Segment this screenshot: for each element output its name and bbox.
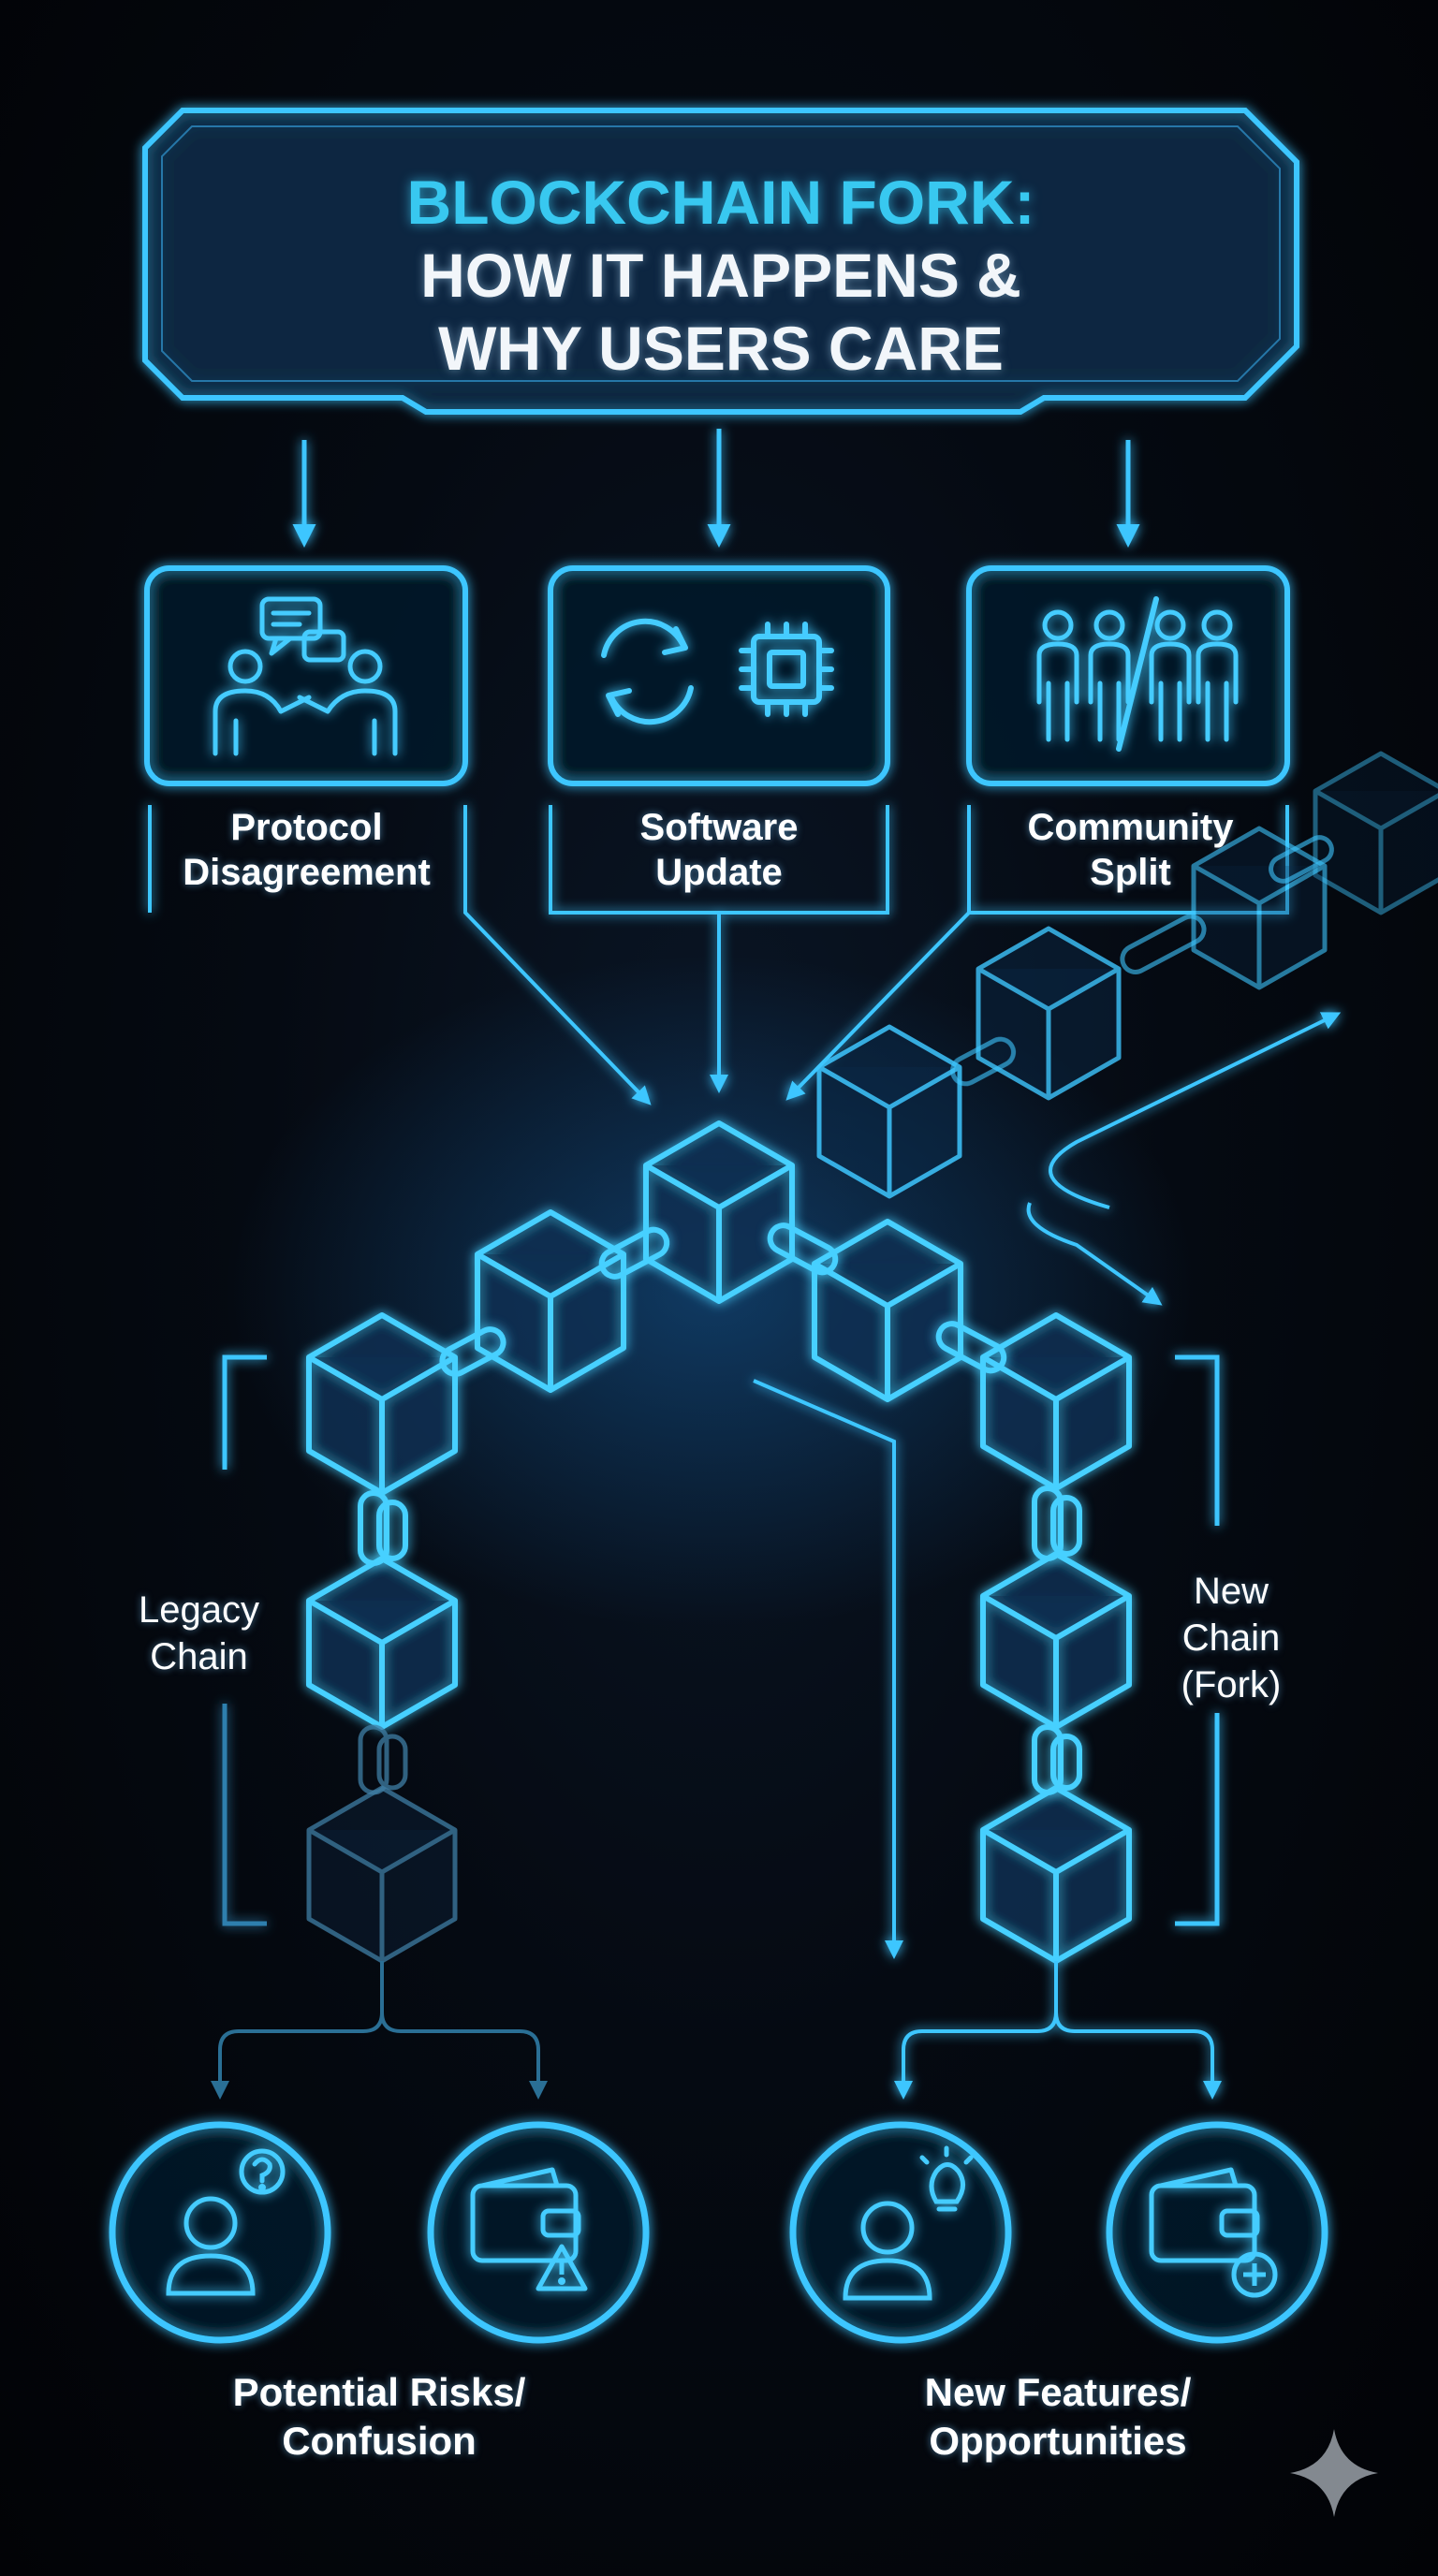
fork-chain-label-l3: (Fork) <box>1181 1664 1282 1705</box>
update-chip-icon <box>601 618 834 725</box>
cause-label-community-l2: Split <box>1090 852 1171 893</box>
split-people-icon <box>1036 596 1239 752</box>
legacy-faded-block <box>306 1785 458 1964</box>
legacy-chain-label-l2: Chain <box>150 1636 248 1677</box>
idea-user-icon <box>843 2145 974 2301</box>
cause-label-protocol: Protocol Disagreement <box>145 805 468 895</box>
title-arrows <box>292 429 1140 548</box>
outcome-circles <box>109 2121 1328 2344</box>
confused-user-icon <box>166 2148 286 2296</box>
title-frame <box>142 108 1299 415</box>
wallet-warning-icon <box>470 2167 588 2291</box>
cause-label-protocol-l2: Disagreement <box>183 852 431 893</box>
cause-connectors <box>148 805 1289 1105</box>
legacy-faded-links <box>358 1724 408 1795</box>
fork-flow-arrows <box>753 1012 1342 1959</box>
sparkle-icon <box>1290 2429 1378 2517</box>
legacy-chain-label-l1: Legacy <box>139 1589 259 1631</box>
fork-chain-label-l2: Chain <box>1181 1617 1281 1659</box>
fork-split-arrows <box>894 1961 1222 2100</box>
title-line-2: HOW IT HAPPENS & <box>420 241 1021 310</box>
wallet-add-icon <box>1149 2167 1278 2298</box>
legacy-bracket <box>222 1354 267 1926</box>
cause-label-software: Software Update <box>550 805 888 895</box>
outcome-label-opportunities-l2: Opportunities <box>929 2419 1187 2463</box>
cause-label-software-l1: Software <box>639 807 799 848</box>
cause-label-community-l1: Community <box>1027 807 1234 848</box>
cause-label-protocol-l1: Protocol <box>230 807 383 848</box>
legacy-chain-label: Legacy Chain <box>98 1587 300 1680</box>
cause-box-protocol <box>144 565 468 786</box>
fork-chain-label-l1: New <box>1193 1571 1269 1612</box>
outcome-label-opportunities: New Features/ Opportunities <box>824 2368 1292 2466</box>
title-line-3: WHY USERS CARE <box>438 314 1004 383</box>
outcome-label-opportunities-l1: New Features/ <box>924 2370 1192 2414</box>
cause-box-software <box>548 565 890 786</box>
upper-right-chain <box>816 751 1438 1199</box>
cause-label-community: Community Split <box>969 805 1292 895</box>
title-line-1: BLOCKCHAIN FORK: <box>406 168 1035 237</box>
fork-bracket <box>1175 1354 1220 1926</box>
outcome-label-risks-l2: Confusion <box>282 2419 477 2463</box>
outcome-label-risks-l1: Potential Risks/ <box>232 2370 526 2414</box>
main-chain <box>306 1120 1132 1964</box>
fork-chain-label: New Chain (Fork) <box>1137 1568 1325 1708</box>
legacy-split-arrows <box>211 1961 548 2100</box>
outcome-label-risks: Potential Risks/ Confusion <box>150 2368 609 2466</box>
discussion-icon <box>213 596 398 756</box>
chain-links <box>358 1222 1082 1795</box>
cause-label-software-l2: Update <box>655 852 783 893</box>
